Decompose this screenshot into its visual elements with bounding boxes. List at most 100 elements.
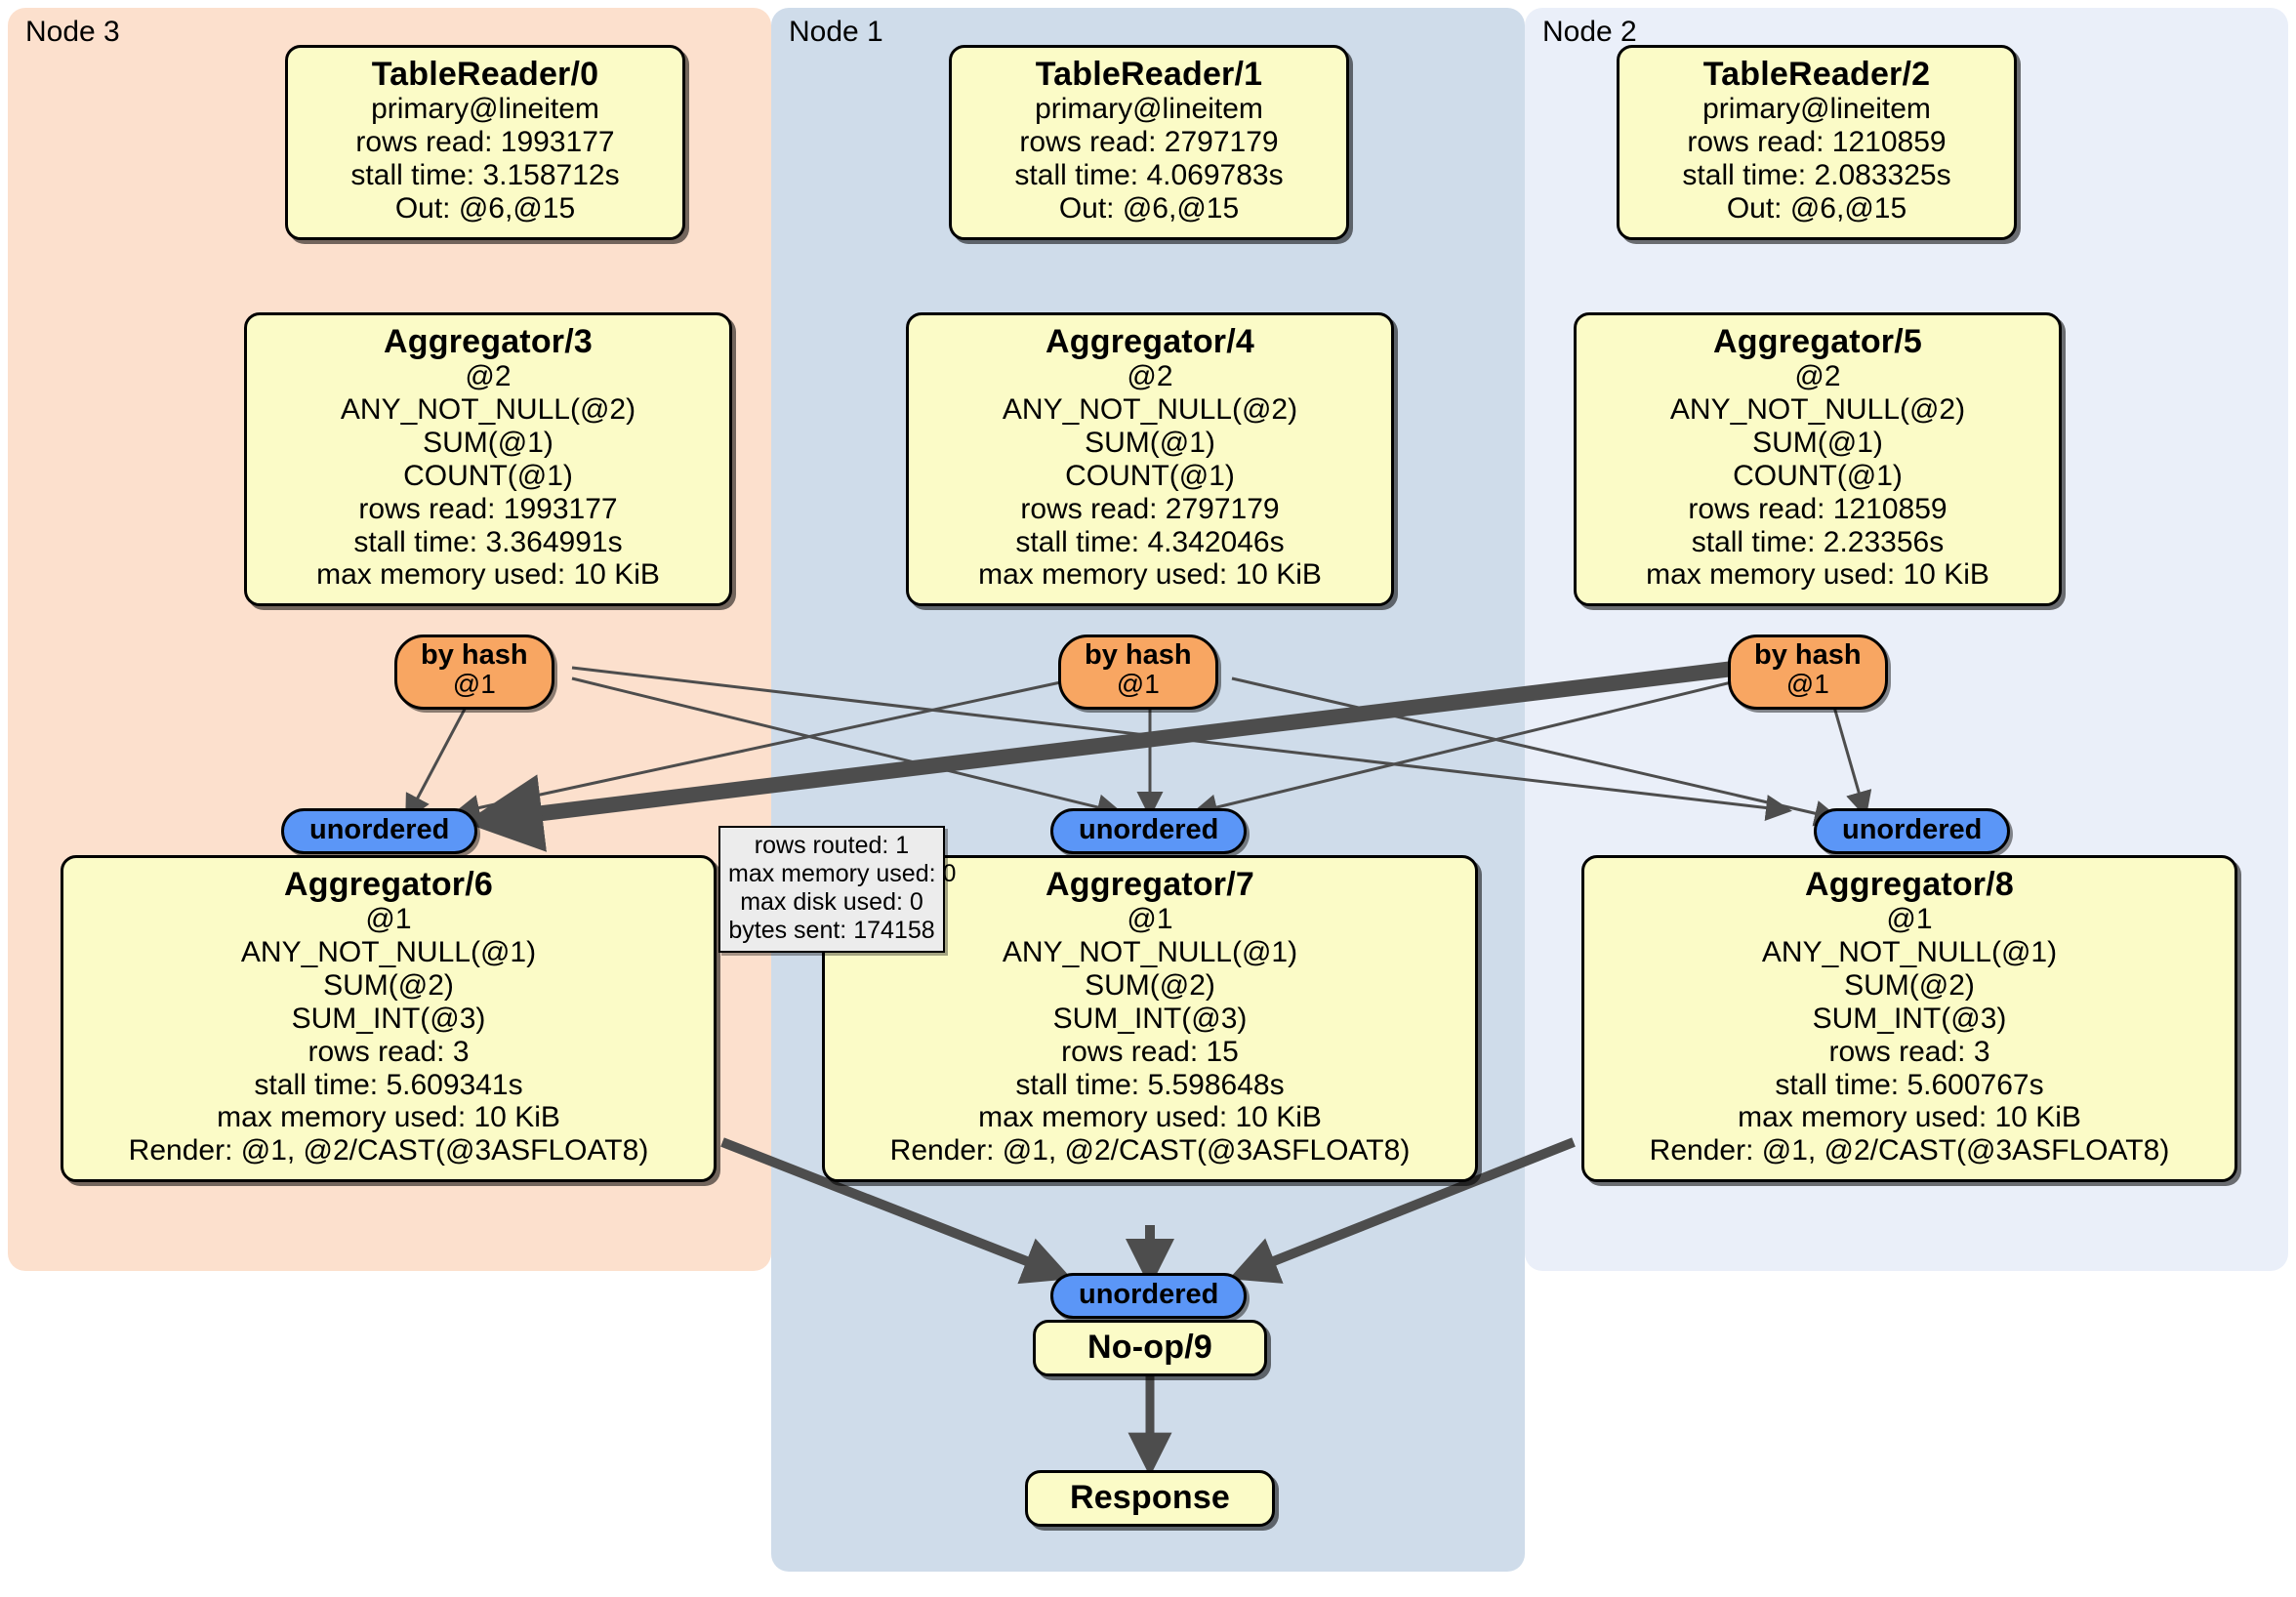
processor-tablereader-1[interactable]: TableReader/1 primary@lineitem rows read… xyxy=(949,45,1349,240)
processor-detail-line: rows read: 1993177 xyxy=(358,492,618,525)
processor-detail-line: ANY_NOT_NULL(@1) xyxy=(240,935,537,968)
processor-detail-line: SUM(@2) xyxy=(1085,968,1215,1002)
processor-detail-line: rows read: 3 xyxy=(308,1035,470,1068)
cluster-label-node2: Node 2 xyxy=(1542,16,1637,48)
processor-detail-line: rows read: 2797179 xyxy=(1019,125,1279,158)
processor-detail-line: stall time: 5.609341s xyxy=(254,1068,523,1101)
processor-aggregator-8[interactable]: Aggregator/8 @1 ANY_NOT_NULL(@1) SUM(@2)… xyxy=(1581,855,2237,1183)
processor-detail-line: SUM(@2) xyxy=(323,968,454,1002)
processor-detail-line: @2 xyxy=(1127,360,1173,393)
sync-unordered-9[interactable]: unordered xyxy=(1050,1273,1248,1320)
processor-detail-line: primary@lineitem xyxy=(1702,93,1931,126)
processor-aggregator-6[interactable]: Aggregator/6 @1 ANY_NOT_NULL(@1) SUM(@2)… xyxy=(61,855,717,1183)
processor-detail-line: stall time: 4.342046s xyxy=(1015,525,1285,558)
router-by-hash-3[interactable]: by hash @1 xyxy=(394,635,554,710)
processor-title: Aggregator/6 xyxy=(284,866,493,903)
sync-title: unordered xyxy=(1079,1279,1219,1310)
processor-detail-line: stall time: 4.069783s xyxy=(1014,158,1284,191)
processor-detail-line: @1 xyxy=(1886,903,1933,936)
processor-detail-line: SUM_INT(@3) xyxy=(1052,1002,1248,1035)
sync-title: unordered xyxy=(309,814,450,845)
processor-title: Aggregator/3 xyxy=(384,323,593,360)
processor-detail-line: max memory used: 10 KiB xyxy=(978,558,1322,592)
cluster-label-node3: Node 3 xyxy=(25,16,120,48)
router-by-hash-5[interactable]: by hash @1 xyxy=(1728,635,1888,710)
sync-title: unordered xyxy=(1842,814,1983,845)
processor-detail-line: stall time: 3.364991s xyxy=(353,525,623,558)
processor-detail-line: SUM(@1) xyxy=(1085,426,1215,459)
processor-detail-line: ANY_NOT_NULL(@2) xyxy=(1669,392,1966,426)
router-detail-line: @1 xyxy=(452,669,496,700)
processor-detail-line: stall time: 2.23356s xyxy=(1691,525,1945,558)
sync-unordered-7[interactable]: unordered xyxy=(1050,808,1248,855)
processor-detail-line: stall time: 5.600767s xyxy=(1775,1068,2044,1101)
stats-line: rows routed: 1 xyxy=(754,832,910,859)
processor-aggregator-5[interactable]: Aggregator/5 @2 ANY_NOT_NULL(@2) SUM(@1)… xyxy=(1574,312,2062,607)
processor-detail-line: rows read: 2797179 xyxy=(1020,492,1280,525)
processor-title: Aggregator/8 xyxy=(1805,866,2014,903)
stream-stats-box: rows routed: 1 max memory used: 0 max di… xyxy=(718,826,957,953)
processor-title: Aggregator/5 xyxy=(1713,323,1922,360)
processor-tablereader-2[interactable]: TableReader/2 primary@lineitem rows read… xyxy=(1617,45,2017,240)
processor-detail-line: max memory used: 10 KiB xyxy=(1738,1101,2081,1134)
router-by-hash-4[interactable]: by hash @1 xyxy=(1058,635,1218,710)
processor-detail-line: ANY_NOT_NULL(@2) xyxy=(340,392,636,426)
processor-detail-line: max memory used: 10 KiB xyxy=(316,558,660,592)
processor-detail-line: Out: @6,@15 xyxy=(1726,191,1907,225)
router-title: by hash xyxy=(1754,639,1862,671)
processor-detail-line: Render: @1, @2/CAST(@3ASFLOAT8) xyxy=(1649,1134,2170,1167)
processor-detail-line: primary@lineitem xyxy=(1035,93,1263,126)
processor-detail-line: Out: @6,@15 xyxy=(394,191,576,225)
processor-detail-line: rows read: 15 xyxy=(1061,1035,1239,1068)
processor-detail-line: rows read: 3 xyxy=(1828,1035,1990,1068)
processor-title: Response xyxy=(1069,1479,1231,1516)
processor-detail-line: max memory used: 10 KiB xyxy=(978,1101,1322,1134)
processor-detail-line: SUM(@1) xyxy=(1752,426,1883,459)
processor-detail-line: max memory used: 10 KiB xyxy=(217,1101,560,1134)
processor-detail-line: SUM(@2) xyxy=(1844,968,1975,1002)
sync-title: unordered xyxy=(1079,814,1219,845)
processor-aggregator-4[interactable]: Aggregator/4 @2 ANY_NOT_NULL(@2) SUM(@1)… xyxy=(906,312,1394,607)
processor-title: No-op/9 xyxy=(1087,1329,1212,1366)
processor-title: TableReader/1 xyxy=(1035,56,1263,93)
sync-unordered-6[interactable]: unordered xyxy=(281,808,478,855)
processor-detail-line: @1 xyxy=(1127,903,1173,936)
stats-line: max disk used: 0 xyxy=(740,888,923,916)
processor-detail-line: @1 xyxy=(365,903,412,936)
processor-aggregator-3[interactable]: Aggregator/3 @2 ANY_NOT_NULL(@2) SUM(@1)… xyxy=(244,312,732,607)
processor-detail-line: ANY_NOT_NULL(@1) xyxy=(1002,935,1298,968)
processor-detail-line: SUM(@1) xyxy=(423,426,554,459)
stats-line: max memory used: 0 xyxy=(728,860,957,887)
router-title: by hash xyxy=(1085,639,1192,671)
processor-detail-line: stall time: 3.158712s xyxy=(350,158,620,191)
processor-title: TableReader/2 xyxy=(1702,56,1931,93)
processor-detail-line: rows read: 1210859 xyxy=(1688,492,1948,525)
processor-detail-line: Out: @6,@15 xyxy=(1058,191,1240,225)
processor-detail-line: rows read: 1993177 xyxy=(355,125,615,158)
processor-detail-line: @2 xyxy=(465,360,512,393)
processor-detail-line: ANY_NOT_NULL(@2) xyxy=(1002,392,1298,426)
processor-detail-line: Render: @1, @2/CAST(@3ASFLOAT8) xyxy=(128,1134,649,1167)
processor-detail-line: primary@lineitem xyxy=(371,93,599,126)
sync-unordered-8[interactable]: unordered xyxy=(1814,808,2011,855)
processor-detail-line: COUNT(@1) xyxy=(1733,459,1903,492)
processor-response[interactable]: Response xyxy=(1025,1470,1275,1528)
processor-tablereader-0[interactable]: TableReader/0 primary@lineitem rows read… xyxy=(285,45,685,240)
processor-detail-line: SUM_INT(@3) xyxy=(1812,1002,2007,1035)
processor-detail-line: stall time: 2.083325s xyxy=(1682,158,1951,191)
processor-detail-line: COUNT(@1) xyxy=(1065,459,1235,492)
router-detail-line: @1 xyxy=(1785,669,1829,700)
router-detail-line: @1 xyxy=(1116,669,1160,700)
processor-noop-9[interactable]: No-op/9 xyxy=(1033,1320,1267,1377)
processor-detail-line: @2 xyxy=(1794,360,1841,393)
processor-detail-line: rows read: 1210859 xyxy=(1687,125,1947,158)
processor-detail-line: COUNT(@1) xyxy=(403,459,573,492)
processor-title: Aggregator/7 xyxy=(1046,866,1254,903)
processor-detail-line: ANY_NOT_NULL(@1) xyxy=(1761,935,2058,968)
processor-detail-line: max memory used: 10 KiB xyxy=(1646,558,1989,592)
processor-title: TableReader/0 xyxy=(371,56,599,93)
processor-detail-line: Render: @1, @2/CAST(@3ASFLOAT8) xyxy=(889,1134,1411,1167)
router-title: by hash xyxy=(421,639,528,671)
cluster-label-node1: Node 1 xyxy=(789,16,883,48)
